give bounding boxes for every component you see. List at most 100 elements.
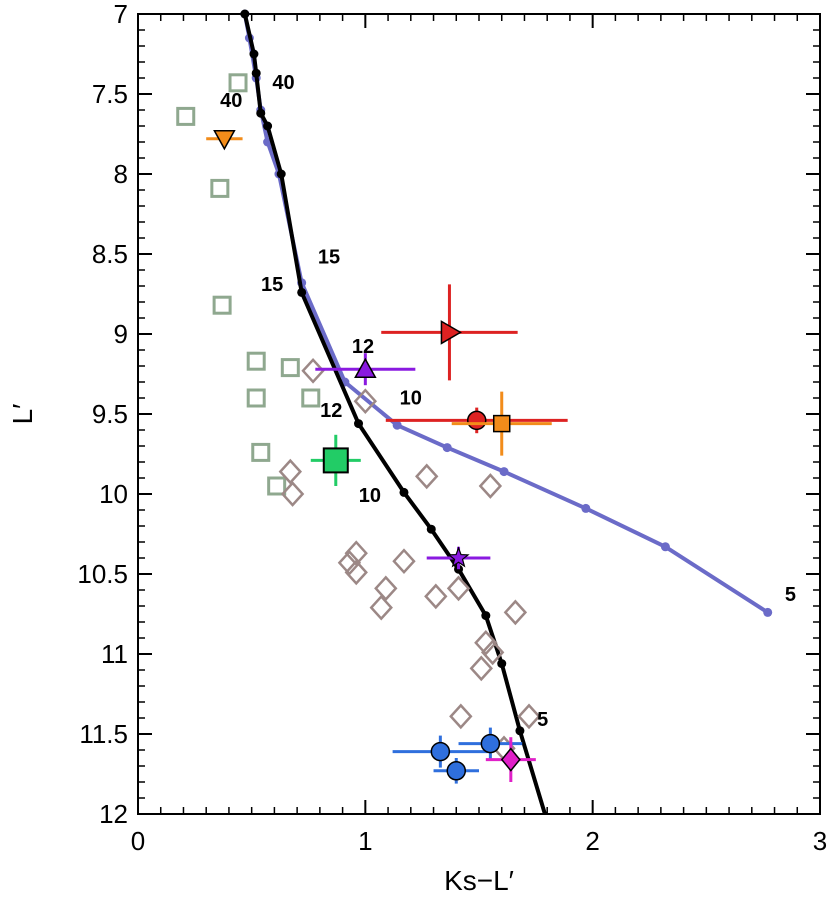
annotation-layer: 40 40 15 15 12 12 10 10 5 5 — [220, 72, 796, 731]
x-tick-label: 3 — [813, 826, 827, 856]
track-dot — [240, 9, 250, 19]
y-tick-label: 10.5 — [77, 559, 128, 589]
track-dot — [499, 467, 509, 477]
y-tick-label: 10 — [99, 479, 128, 509]
open-diamond-point — [424, 583, 448, 610]
triangle-down-point — [213, 130, 236, 151]
triangle-right-point — [440, 320, 462, 345]
y-tick-label: 11.5 — [79, 719, 128, 749]
open-square-point — [228, 73, 248, 93]
track-dot — [660, 542, 670, 552]
series-layer — [176, 9, 773, 814]
y-tick-label: 8.5 — [92, 239, 128, 269]
open-diamond-point — [446, 575, 471, 602]
track-dot — [276, 169, 286, 179]
open-square-point — [251, 442, 271, 462]
track-line — [242, 14, 769, 615]
track-dot — [442, 443, 452, 453]
x-tick-label: 1 — [358, 826, 372, 856]
annotation-label: 5 — [785, 584, 796, 606]
annotation-label: 12 — [352, 336, 374, 358]
y-tick-label: 7 — [114, 0, 128, 29]
series-line-dots — [240, 9, 547, 814]
open-diamond-point — [517, 703, 541, 730]
annotation-label: 5 — [537, 709, 548, 731]
open-square-point — [267, 476, 287, 496]
track-dot — [515, 726, 525, 736]
open-diamond-point — [415, 463, 439, 490]
annotation-label: 10 — [400, 387, 422, 409]
filled-circle-point — [446, 761, 467, 781]
open-square-point — [210, 178, 230, 198]
track-dot — [251, 68, 261, 78]
series-filled-star — [426, 546, 491, 570]
series-line-dots — [240, 9, 773, 617]
open-diamond-point — [503, 599, 528, 626]
open-diamond-point — [344, 540, 368, 567]
annotation-label: 15 — [318, 247, 340, 269]
open-diamond-point — [449, 703, 473, 730]
series-filled-circle — [385, 407, 568, 434]
y-axis-title: L′ — [7, 404, 38, 425]
series-open-square — [176, 73, 321, 496]
filled-circle-point — [430, 741, 451, 762]
track-dot — [399, 487, 409, 497]
track-dot — [392, 420, 402, 430]
annotation-label: 15 — [261, 274, 283, 296]
open-square-point — [301, 388, 321, 408]
y-tick-label: 8 — [114, 159, 128, 189]
series-open-diamond — [278, 357, 541, 762]
open-diamond-point — [278, 458, 303, 485]
filled-square-point — [492, 414, 511, 433]
track-line — [242, 14, 547, 814]
open-diamond-point — [480, 639, 505, 666]
x-tick-label: 0 — [131, 826, 145, 856]
track-dot — [354, 419, 364, 429]
open-diamond-point — [392, 548, 416, 575]
open-square-point — [246, 351, 266, 371]
y-tick-label: 12 — [99, 799, 128, 829]
open-diamond-point — [337, 549, 362, 576]
annotation-label: 10 — [359, 485, 381, 507]
series-filled-triangle-up — [315, 353, 416, 386]
open-diamond-point — [301, 357, 325, 384]
y-tick-label: 11 — [101, 639, 128, 669]
track-dot — [263, 121, 273, 131]
open-diamond-point — [280, 481, 305, 507]
large-square-point — [322, 447, 349, 474]
track-dot — [426, 524, 436, 534]
series-filled-square — [451, 391, 552, 456]
open-diamond-point — [374, 575, 398, 602]
series-filled-square-large — [310, 434, 361, 486]
series-filled-triangle-right — [381, 284, 518, 381]
open-diamond-point — [353, 388, 378, 415]
annotation-label: 40 — [272, 72, 294, 94]
track-dot — [297, 287, 307, 297]
star-point — [447, 546, 470, 568]
y-tick-label: 9.5 — [92, 399, 128, 429]
open-square-point — [212, 295, 232, 315]
triangle-up-point — [354, 357, 377, 378]
track-dot — [249, 49, 259, 59]
x-tick-label: 2 — [585, 826, 599, 856]
y-tick-label: 9 — [114, 319, 128, 349]
filled-circle-point — [480, 733, 501, 754]
track-dot — [256, 108, 266, 118]
track-dot — [481, 611, 491, 621]
series-filled-triangle-down — [206, 130, 243, 151]
open-diamond-point — [474, 629, 498, 656]
track-dot — [497, 659, 507, 669]
x-axis-title: Ks−L′ — [444, 865, 514, 896]
open-square-point — [246, 388, 266, 408]
annotation-label: 40 — [220, 90, 242, 112]
annotation-label: 12 — [320, 400, 342, 422]
open-diamond-point — [344, 559, 368, 586]
series-filled-circle — [392, 727, 523, 784]
series-filled-diamond — [485, 737, 536, 782]
filled-circle-point — [466, 410, 487, 431]
track-dot — [763, 607, 773, 617]
y-tick-label: 7.5 — [92, 79, 128, 109]
track-dot — [581, 503, 591, 513]
